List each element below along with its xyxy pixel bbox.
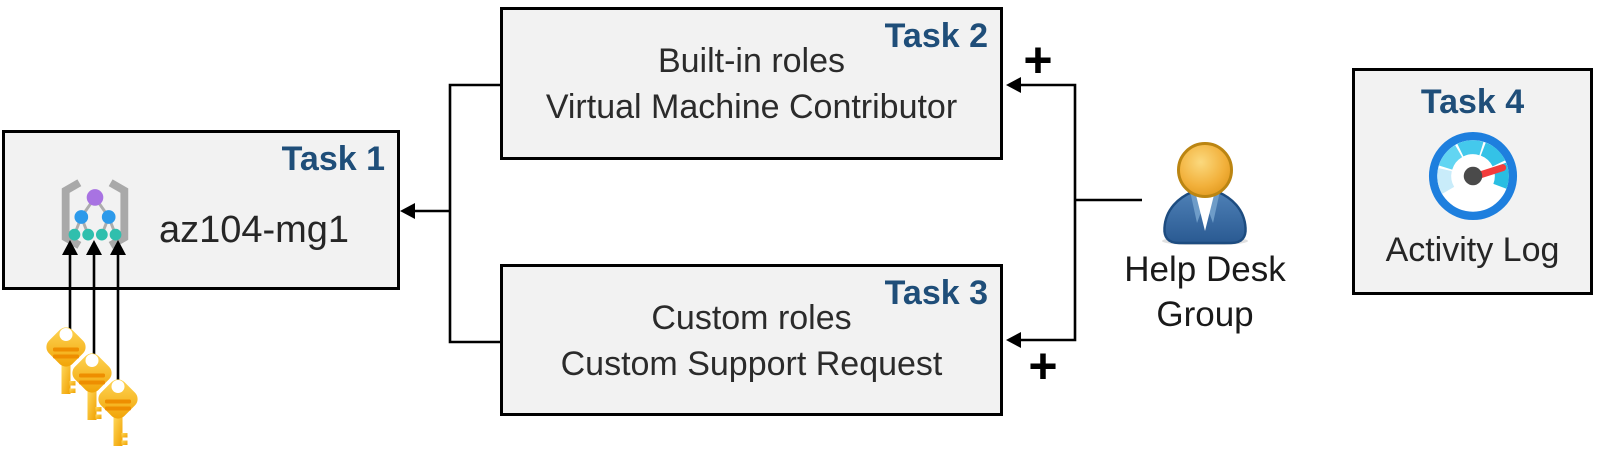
task3-line2: Custom Support Request — [560, 345, 943, 383]
task1-box: Task 1 az104-mg1 — [2, 130, 400, 290]
plus-sign-task2: + — [1023, 32, 1053, 88]
person-label-line2: Group — [1156, 295, 1254, 334]
task2-line2: Virtual Machine Contributor — [545, 88, 958, 126]
task3-line1: Custom roles — [651, 299, 852, 337]
task1-label: Task 1 — [281, 140, 385, 178]
person-label-line1: Help Desk — [1124, 250, 1286, 289]
task3-box: Task 3 Custom roles Custom Support Reque… — [500, 264, 1003, 416]
activity-log-gauge-icon — [1422, 125, 1524, 227]
task4-title: Activity Log — [1385, 231, 1560, 269]
task1-title: az104-mg1 — [158, 209, 350, 251]
task2-label: Task 2 — [884, 17, 988, 55]
task2-line1: Built-in roles — [657, 42, 846, 80]
help-desk-group: Help Desk Group — [1100, 141, 1310, 337]
task4-box: Task 4 Activity Log — [1352, 68, 1593, 295]
task2-box: Task 2 Built-in roles Virtual Machine Co… — [500, 7, 1003, 160]
plus-sign-task3: + — [1028, 338, 1058, 394]
right-bracket-connector — [1016, 83, 1077, 342]
keys-icon — [42, 323, 142, 446]
task3-label: Task 3 — [884, 274, 988, 312]
left-bracket-connector — [448, 83, 500, 344]
user-icon — [1155, 141, 1255, 246]
arrowhead-task1 — [400, 203, 415, 219]
task4-label: Task 4 — [1420, 83, 1525, 121]
